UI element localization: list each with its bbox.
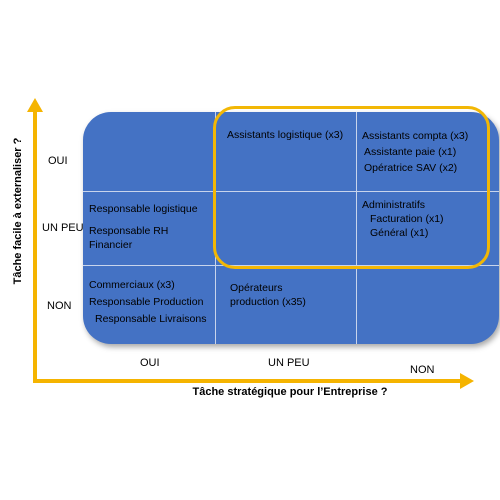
- col-label-oui: OUI: [140, 357, 160, 369]
- cell-line: Facturation (x1): [370, 213, 444, 225]
- cell-un-peu-non: Administratifs Facturation (x1) Général …: [362, 198, 444, 240]
- cell-line: Responsable logistique: [89, 203, 198, 215]
- grid-divider: [356, 112, 357, 344]
- y-axis-arrow: [27, 98, 43, 112]
- row-label-un-peu: UN PEU: [42, 222, 84, 234]
- col-label-un-peu: UN PEU: [268, 357, 310, 369]
- grid-divider: [83, 265, 499, 266]
- cell-line: Assistants compta (x3): [362, 130, 469, 142]
- cell-line: Administratifs: [362, 199, 426, 211]
- y-axis-title: Tâche facile à externaliser ?: [12, 137, 24, 285]
- cell-line: Financier: [89, 239, 133, 251]
- col-label-non: NON: [410, 364, 435, 376]
- cell-line: production (x35): [230, 296, 306, 308]
- cell-oui-non: Assistants compta (x3) Assistante paie (…: [362, 128, 468, 176]
- cell-line: Opératrice SAV (x2): [364, 162, 458, 174]
- grid-divider: [83, 191, 499, 192]
- cell-line: Assistante paie (x1): [364, 146, 457, 158]
- cell-line: Opérateurs: [230, 282, 283, 294]
- y-axis: [33, 110, 37, 382]
- matrix-grid: [83, 112, 499, 344]
- cell-un-peu-oui: Responsable logistique Responsable RH Fi…: [89, 202, 198, 252]
- cell-line: Responsable Production: [89, 296, 204, 308]
- row-label-oui: OUI: [48, 155, 68, 167]
- x-axis-arrow: [460, 373, 474, 389]
- cell-line: Responsable Livraisons: [95, 313, 207, 325]
- x-axis: [33, 379, 463, 383]
- cell-non-un-peu: Opérateurs production (x35): [230, 281, 306, 309]
- cell-line: Responsable RH: [89, 225, 169, 237]
- cell-line: Général (x1): [370, 227, 429, 239]
- highlight-outline: [213, 106, 490, 269]
- cell-non-oui: Commerciaux (x3) Responsable Production …: [89, 277, 206, 328]
- cell-line: Assistants logistique (x3): [227, 129, 344, 141]
- x-axis-title: Tâche stratégique pour l’Entreprise ?: [192, 386, 388, 398]
- cell-line: Commerciaux (x3): [89, 279, 175, 291]
- cell-oui-un-peu: Assistants logistique (x3): [227, 128, 343, 142]
- row-label-non: NON: [47, 300, 72, 312]
